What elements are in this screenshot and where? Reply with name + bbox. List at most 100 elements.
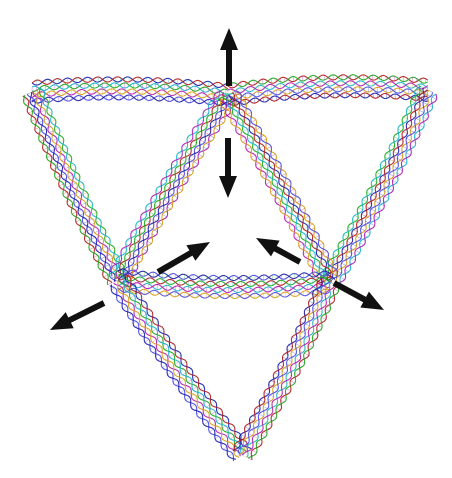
base-pair-rungs: [227, 80, 426, 95]
dna-strand: [222, 97, 330, 283]
dna-strand: [227, 92, 429, 106]
dna-strand: [31, 76, 229, 90]
dna-strand: [227, 92, 429, 107]
dna-strand: [38, 88, 125, 278]
helix-edge-0: [31, 76, 229, 107]
dna-strand: [326, 87, 425, 282]
dna-strand: [109, 285, 235, 462]
dna-strand: [326, 89, 428, 281]
dna-strand: [227, 80, 429, 94]
base-pair-rungs: [227, 92, 427, 106]
base-pair-rungs: [36, 76, 227, 88]
base-pair-rungs: [118, 95, 233, 283]
base-pair-rungs: [327, 87, 428, 281]
dna-strand: [227, 86, 429, 100]
helix-edge-3: [319, 85, 438, 288]
dna-strand: [36, 89, 123, 279]
down-arrow: [219, 138, 237, 198]
helix-edge-6: [117, 268, 331, 300]
left-up-arrow: [156, 242, 210, 275]
dna-strand: [125, 274, 249, 452]
base-pair-rungs: [232, 277, 324, 452]
dna-strand: [110, 90, 222, 277]
base-pair-rungs: [123, 101, 236, 287]
dna-strand: [227, 80, 429, 95]
base-pair-rungs: [109, 284, 234, 459]
dna-strand: [226, 95, 327, 285]
dna-strand: [118, 279, 247, 453]
base-pair-rungs: [238, 279, 330, 455]
dna-strand: [31, 94, 229, 107]
dna-strand: [121, 276, 243, 456]
base-pair-rungs: [31, 94, 226, 106]
helix-edge-4: [108, 89, 237, 287]
dna-strand: [126, 99, 236, 286]
dna-strand: [322, 85, 422, 279]
dna-strand: [227, 74, 429, 89]
base-pair-rungs: [218, 98, 323, 286]
dna-strand: [113, 282, 241, 457]
right-up-arrow: [256, 238, 302, 265]
dna-strand: [22, 95, 113, 284]
base-pair-rungs: [228, 92, 334, 280]
helix-edge-1: [227, 74, 429, 107]
base-pair-rungs: [117, 275, 331, 287]
base-pair-rungs: [125, 276, 249, 449]
dna-strand: [118, 97, 233, 281]
dna-strand: [117, 280, 240, 458]
right-down-arrow: [332, 280, 384, 310]
dna-strand: [31, 76, 229, 88]
dna-strand: [31, 88, 229, 101]
base-pair-rungs: [115, 91, 228, 279]
base-pair-rungs: [242, 282, 335, 458]
base-pair-rungs: [118, 276, 246, 454]
left-down-arrow: [50, 300, 106, 330]
dna-strand: [218, 99, 323, 287]
dna-strand: [319, 85, 421, 278]
dna-strand: [235, 90, 339, 279]
dna-strand: [227, 74, 429, 88]
base-pair-rungs: [235, 92, 338, 277]
dna-strand: [32, 91, 120, 280]
dna-strand: [115, 92, 224, 280]
dna-strand: [330, 92, 434, 283]
up-arrow: [220, 28, 238, 86]
helix-edge-7: [109, 274, 252, 462]
dna-strand: [235, 90, 340, 278]
dna-strand: [31, 88, 229, 100]
dna-strand: [39, 87, 129, 276]
dna-strand: [31, 94, 229, 107]
base-pair-rungs: [32, 89, 122, 280]
dna-strand: [227, 86, 429, 101]
helix-edge-8: [232, 277, 340, 461]
dna-strand: [108, 89, 221, 275]
base-pair-rungs: [231, 74, 426, 88]
dna-strand: [219, 98, 323, 287]
direction-arrows: [50, 28, 384, 330]
base-pair-rungs: [122, 269, 331, 281]
dna-strand: [114, 94, 228, 279]
dna-strand: [228, 94, 336, 280]
dna-strand: [31, 82, 229, 95]
base-pair-rungs: [22, 95, 113, 286]
dna-helix-bundles: [22, 74, 438, 462]
base-pair-rungs: [247, 288, 339, 461]
dna-strand: [29, 92, 116, 282]
dna-strand: [246, 282, 332, 458]
dna-strand: [242, 284, 336, 456]
base-pair-rungs: [222, 94, 329, 283]
helix-edge-5: [218, 90, 340, 287]
dna-strand: [335, 93, 438, 286]
dna-strand: [124, 274, 252, 450]
base-pair-rungs: [31, 82, 227, 95]
base-pair-rungs: [26, 91, 117, 282]
dna-strand: [232, 92, 332, 282]
base-pair-rungs: [113, 280, 241, 457]
dna-strand: [110, 284, 237, 460]
helix-edge-2: [22, 87, 129, 286]
base-pair-rungs: [330, 90, 433, 285]
dna-strand: [339, 93, 437, 288]
dna-strand: [22, 95, 109, 285]
